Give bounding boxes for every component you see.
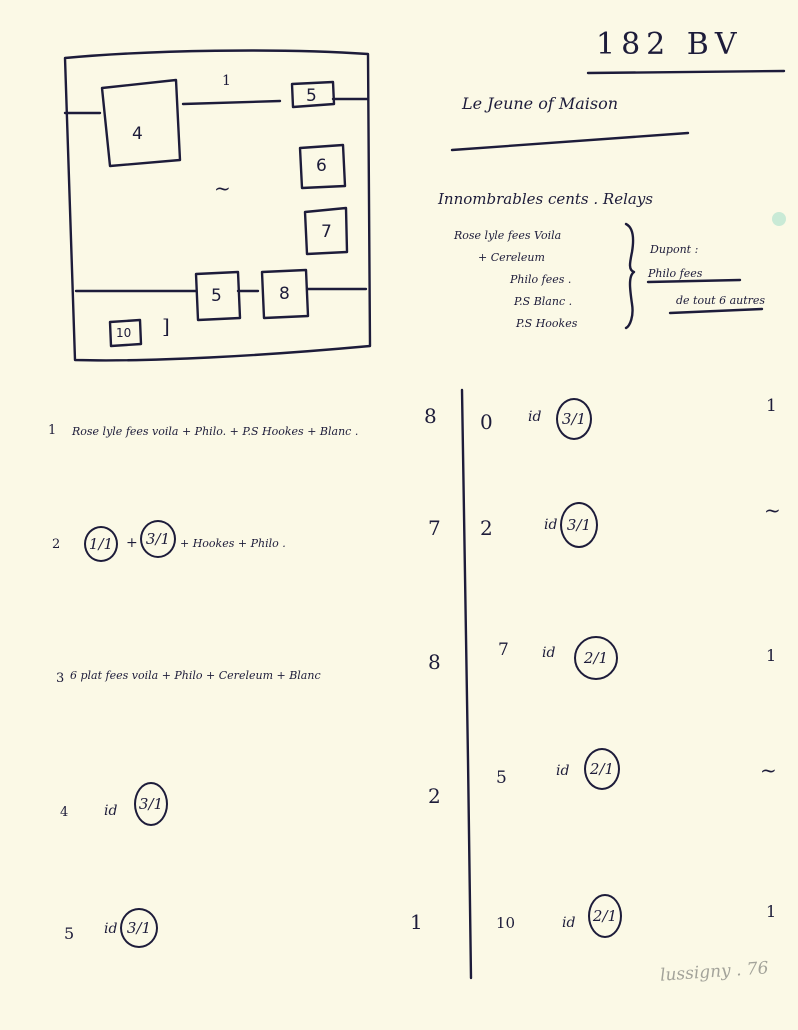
row-index: 0 <box>480 410 493 434</box>
box-5b-label: 5 <box>211 286 222 306</box>
row-index: 3 <box>56 671 65 686</box>
row-text: + Hookes + Philo . <box>180 537 286 550</box>
row-score: 8 <box>424 404 437 428</box>
circled-value: 3/1 <box>140 520 176 558</box>
row-score: 7 <box>428 516 441 540</box>
notes-heading: Innombrables cents . Relays <box>438 190 654 208</box>
box-4-outline <box>100 78 182 168</box>
notes-item-5: P.S Hookes <box>516 317 578 330</box>
row-score: 1 <box>410 910 423 934</box>
notes-item-4: P.S Blanc . <box>514 295 573 308</box>
diagram-frame <box>63 49 372 362</box>
box-4-label: 4 <box>132 124 143 144</box>
row-text: id <box>542 645 556 661</box>
box-7-label: 7 <box>321 222 332 242</box>
row-score: ~ <box>760 758 777 782</box>
row-score: 1 <box>766 902 777 921</box>
box-8-outline <box>260 268 310 320</box>
row-score: 2 <box>428 784 441 808</box>
column-divider <box>460 388 473 980</box>
notes-item-2: + Cereleum <box>478 251 545 264</box>
circled-value: 2/1 <box>588 894 622 938</box>
circled-value: 2/1 <box>584 748 620 790</box>
row-index: 5 <box>64 924 75 943</box>
row-index: 2 <box>480 516 493 540</box>
row-joiner: + <box>126 535 138 551</box>
circled-value: 1/1 <box>84 526 118 562</box>
circled-value: 3/1 <box>134 782 168 826</box>
notes-right-1: Dupont : <box>650 243 699 256</box>
box-5b-outline <box>194 270 242 322</box>
box-6-outline <box>298 143 347 190</box>
row-text: id <box>528 409 542 425</box>
diagram-top-label: 1 <box>222 73 231 89</box>
row-text: 6 plat fees voila + Philo + Cereleum + B… <box>70 669 321 682</box>
stain-mark <box>772 212 786 226</box>
box-8-label: 8 <box>279 284 290 304</box>
row-index: 5 <box>496 768 507 788</box>
notes-right-2: Philo fees <box>648 267 703 280</box>
notes-right-3: de tout 6 autres <box>676 294 766 307</box>
row-score: 8 <box>428 650 441 674</box>
notes-item-3: Philo fees . <box>510 273 572 286</box>
row-index: 4 <box>60 805 69 820</box>
row-index: 7 <box>498 640 509 660</box>
circled-value: 3/1 <box>556 398 592 440</box>
row-text: Rose lyle fees voila + Philo. + P.S Hook… <box>72 425 359 438</box>
row-text: id <box>544 517 558 533</box>
row-score: ~ <box>764 498 781 522</box>
circled-value: 2/1 <box>574 636 618 680</box>
row-score: 1 <box>766 396 777 416</box>
diagram-bracket-mark: ] <box>162 314 170 338</box>
box-5-outline <box>290 80 336 109</box>
row-score: 1 <box>766 646 777 665</box>
row-text: id <box>562 915 576 931</box>
box-6-label: 6 <box>316 156 327 176</box>
notes-item-1: Rose lyle fees Voila <box>454 229 562 242</box>
row-index: 2 <box>52 537 61 552</box>
circled-value: 3/1 <box>120 908 158 948</box>
header-underline <box>586 69 786 75</box>
row-index: 10 <box>496 914 516 932</box>
row-text: id <box>104 921 118 937</box>
box-5-label: 5 <box>306 86 317 106</box>
notes-bracket <box>624 222 636 330</box>
catalogue-reference: 182 BV <box>596 27 743 62</box>
row-text: id <box>556 763 570 779</box>
box-10-outline <box>108 318 143 348</box>
diagram-center-mark: ~ <box>214 176 231 200</box>
box-7-outline <box>303 206 349 256</box>
box-10-label: 10 <box>116 326 132 340</box>
subtitle-underline <box>450 131 690 152</box>
row-index: 1 <box>48 423 57 438</box>
circled-value: 3/1 <box>560 502 598 548</box>
row-text: id <box>104 803 118 819</box>
page-subtitle: Le Jeune of Maison <box>462 94 619 113</box>
